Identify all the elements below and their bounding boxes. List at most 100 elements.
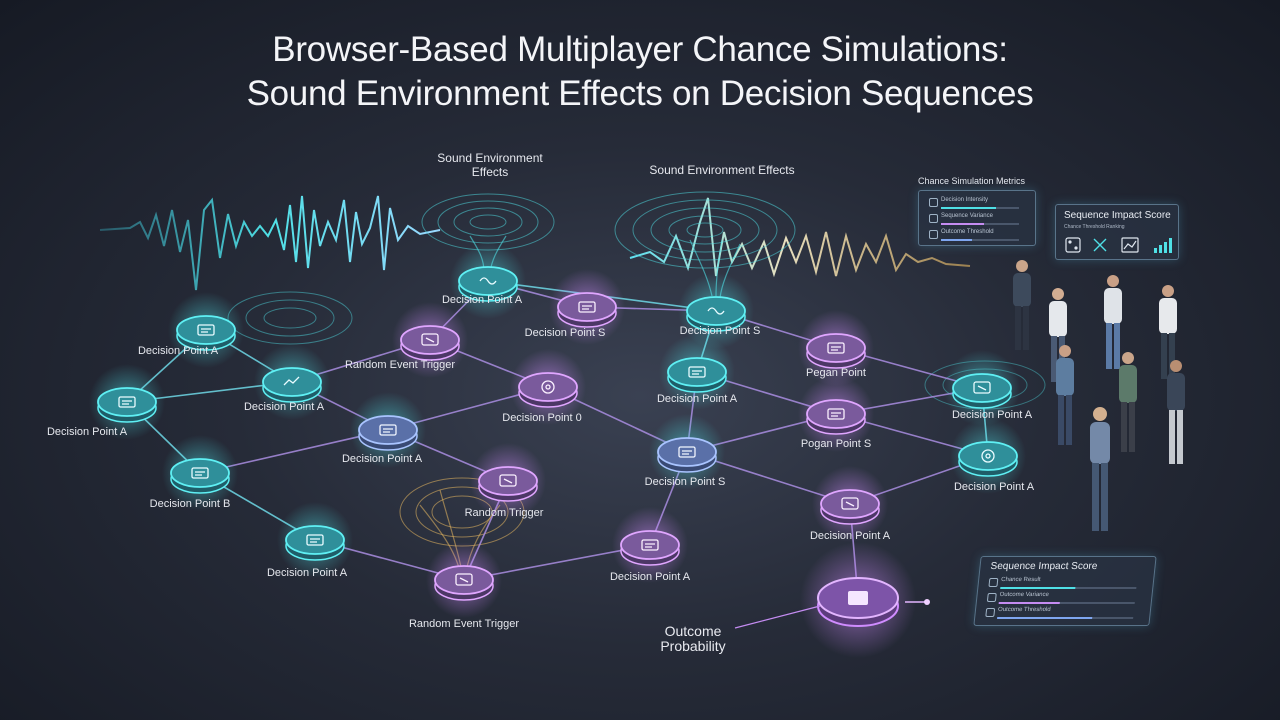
person-figure <box>1159 285 1177 379</box>
decision-node[interactable] <box>944 350 1020 426</box>
card-icon <box>827 342 845 354</box>
node-label: Decision Point S <box>645 476 726 488</box>
decision-node[interactable] <box>812 466 888 542</box>
node-label: Decision Point A <box>810 530 891 542</box>
decision-node[interactable] <box>277 502 353 578</box>
node-label: Decision Point A <box>244 401 325 413</box>
impact-panel-top-subtitle: Chance Threshold Ranking <box>1064 224 1125 230</box>
speaker-icon <box>479 277 497 285</box>
impact-icon <box>985 608 996 617</box>
node-label: Decision Point 0 <box>502 412 582 424</box>
decision-node[interactable] <box>450 243 526 319</box>
gear-icon <box>981 449 995 463</box>
person-figure <box>1104 275 1122 369</box>
decision-node[interactable] <box>798 376 874 452</box>
dice-icon <box>1065 237 1081 253</box>
decision-node[interactable] <box>350 392 426 468</box>
decision-node[interactable] <box>89 364 165 440</box>
node-label: Random Event Trigger <box>409 618 519 630</box>
card-icon <box>678 446 696 458</box>
decision-node[interactable] <box>549 269 625 345</box>
chance-metrics-panel: Decision Intensity Sequence Variance Out… <box>918 190 1036 246</box>
card-icon <box>118 396 136 408</box>
dice-icon <box>455 573 473 586</box>
sound-label-left-line1: Sound Environment <box>437 151 543 165</box>
decision-node[interactable] <box>470 443 546 519</box>
decision-node[interactable] <box>612 507 688 583</box>
node-label: Decision Point A <box>267 567 348 579</box>
person-figure <box>1013 260 1031 350</box>
ripple-left <box>421 193 555 251</box>
decision-node[interactable] <box>678 273 754 349</box>
node-label: Decision Point A <box>657 393 738 405</box>
sound-wave-left <box>99 195 441 291</box>
node-label: Decision Point S <box>525 327 606 339</box>
dice-icon <box>973 381 991 394</box>
card-icon <box>306 534 324 546</box>
person-figure <box>1167 360 1185 464</box>
title-line1: Browser-Based Multiplayer Chance Simulat… <box>272 30 1008 69</box>
node-label: Decision Point B <box>150 498 231 510</box>
sound-label-left-line2: Effects <box>472 165 508 179</box>
person-figure <box>1056 345 1074 445</box>
metrics-row: Sequence Variance <box>929 213 1025 225</box>
bar-chart-icon <box>1154 238 1172 253</box>
network-nodes: Decision Point A Decision Point A Decision… <box>47 243 1035 630</box>
card-icon <box>197 324 215 336</box>
impact-score-panel-bottom: Sequence Impact Score Chance Result Outc… <box>973 556 1157 626</box>
outcome-node[interactable] <box>734 542 930 658</box>
outcome-callout-line <box>734 605 821 629</box>
decision-node[interactable] <box>162 435 238 511</box>
decision-node[interactable] <box>426 542 502 618</box>
dice-icon <box>499 474 517 487</box>
node-label: Decision Point A <box>952 409 1033 421</box>
node-label: Decision Point A <box>47 426 128 438</box>
card-icon <box>379 424 397 436</box>
outcome-label-line1: Outcome <box>665 623 722 639</box>
outcome-label-line2: Probability <box>660 638 725 654</box>
sound-label-right: Sound Environment Effects <box>649 163 794 177</box>
card-icon <box>191 467 209 479</box>
card-icon <box>641 539 659 551</box>
decision-node[interactable] <box>649 414 725 490</box>
metric-icon <box>929 214 938 223</box>
node-label: Decision Point A <box>610 571 691 583</box>
impact-row: Outcome Variance <box>986 592 1142 604</box>
metric-icon <box>929 230 938 239</box>
impact-row: Chance Result <box>988 577 1143 589</box>
metric-icon <box>929 198 938 207</box>
chart-icon <box>283 376 300 386</box>
impact-panel-bottom-title: Sequence Impact Score <box>989 561 1098 572</box>
person-figure <box>1090 407 1110 531</box>
node-label: Pegan Point <box>806 367 866 379</box>
node-label: Random Event Trigger <box>345 359 455 371</box>
impact-row: Outcome Threshold <box>985 607 1140 619</box>
node-label: Decision Point A <box>954 481 1035 493</box>
speaker-icon <box>707 307 725 315</box>
ripple-right <box>614 191 796 269</box>
page-title: Browser-Based Multiplayer Chance Simulat… <box>0 28 1280 116</box>
decision-node[interactable] <box>950 418 1026 494</box>
impact-icon <box>988 578 999 587</box>
impact-icon <box>986 593 997 602</box>
dice-icon <box>841 497 859 510</box>
ripple-mid <box>227 291 353 345</box>
decision-node[interactable] <box>510 349 586 425</box>
impact-panel-top-title: Sequence Impact Score <box>1064 210 1171 221</box>
decision-node[interactable] <box>254 344 330 420</box>
gear-icon <box>541 380 555 394</box>
participant-group <box>1013 260 1185 531</box>
node-label: Decision Point A <box>342 453 423 465</box>
node-label: Decision Point S <box>680 325 761 337</box>
chart-icon <box>1121 237 1139 253</box>
decision-node[interactable] <box>798 310 874 386</box>
node-label: Decision Point A <box>442 294 523 306</box>
node-label: Decision Point A <box>138 345 219 357</box>
dice-icon <box>421 333 439 346</box>
card-icon <box>578 301 596 313</box>
decision-node[interactable] <box>392 302 468 378</box>
decision-node[interactable] <box>168 292 244 368</box>
decision-node[interactable] <box>659 334 735 410</box>
